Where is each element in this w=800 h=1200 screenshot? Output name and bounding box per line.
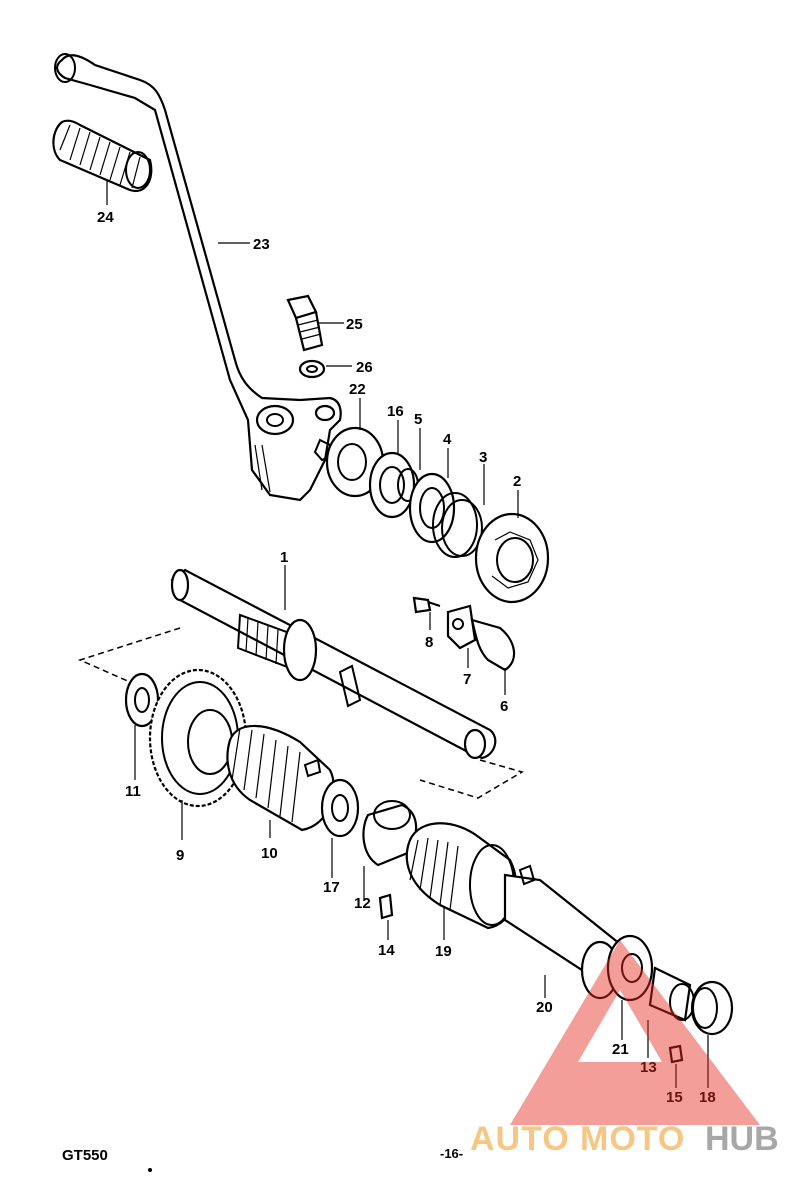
watermark-moto: MOTO: [580, 1120, 685, 1158]
part-label-15: 15: [666, 1089, 683, 1106]
part-label-18: 18: [699, 1089, 716, 1106]
oil-seal: [325, 426, 385, 498]
part-label-2: 2: [513, 473, 521, 490]
return-spring: [432, 492, 483, 558]
part-label-9: 9: [176, 847, 184, 864]
speck: [148, 1168, 152, 1172]
washer-17: [320, 778, 360, 838]
part-label-17: 17: [323, 879, 340, 896]
part-label-22: 22: [349, 381, 366, 398]
watermark-hub: HUB: [705, 1120, 779, 1158]
part-label-26: 26: [356, 359, 373, 376]
washer-21: [606, 934, 654, 1002]
part-label-6: 6: [500, 698, 508, 715]
part-label-11: 11: [125, 783, 141, 800]
assembly-outline: [77, 627, 524, 799]
model-label: GT550: [62, 1147, 108, 1164]
watermark-auto: AUTO: [470, 1120, 570, 1158]
kick-drive-gear: [405, 822, 518, 930]
kick-spring: [226, 724, 335, 832]
part-label-7: 7: [463, 671, 471, 688]
part-label-3: 3: [479, 449, 487, 466]
bolt: [286, 294, 324, 352]
cap-18: [690, 980, 734, 1036]
washer: [298, 359, 326, 379]
part-label-10: 10: [261, 845, 278, 862]
screw: [412, 596, 441, 614]
part-label-13: 13: [640, 1059, 657, 1076]
part-label-8: 8: [425, 634, 433, 651]
page-number: -16-: [440, 1146, 463, 1161]
part-label-19: 19: [435, 943, 452, 960]
pin-14: [378, 893, 394, 920]
kick-rubber: [52, 119, 153, 193]
part-labels: 24 23 25 26 22 16 5 4 3 2 1 8 7 6 11 9 1…: [97, 209, 716, 1106]
kick-shaft: [170, 568, 497, 760]
bearing-13: [648, 966, 695, 1022]
watermark: AUTO MOTO HUB: [470, 940, 779, 1158]
part-label-4: 4: [443, 431, 452, 448]
plate-stopper: [446, 604, 477, 650]
spring-guide: [474, 512, 550, 604]
part-label-20: 20: [536, 999, 553, 1016]
part-label-5: 5: [414, 411, 422, 428]
part-label-16: 16: [387, 403, 404, 420]
watermark-triangle-icon: [510, 940, 760, 1125]
leader-lines: [106, 180, 709, 1088]
kick-lever: [54, 53, 342, 502]
thrust-washer: [368, 451, 416, 519]
part-label-25: 25: [346, 316, 363, 333]
part-label-23: 23: [253, 236, 270, 253]
part-label-12: 12: [354, 895, 371, 912]
part-label-21: 21: [612, 1041, 629, 1058]
stopper-cam: [470, 618, 516, 672]
part-label-24: 24: [97, 209, 114, 226]
part-label-14: 14: [378, 942, 395, 959]
part-label-1: 1: [280, 549, 288, 566]
pin-15: [668, 1044, 684, 1064]
